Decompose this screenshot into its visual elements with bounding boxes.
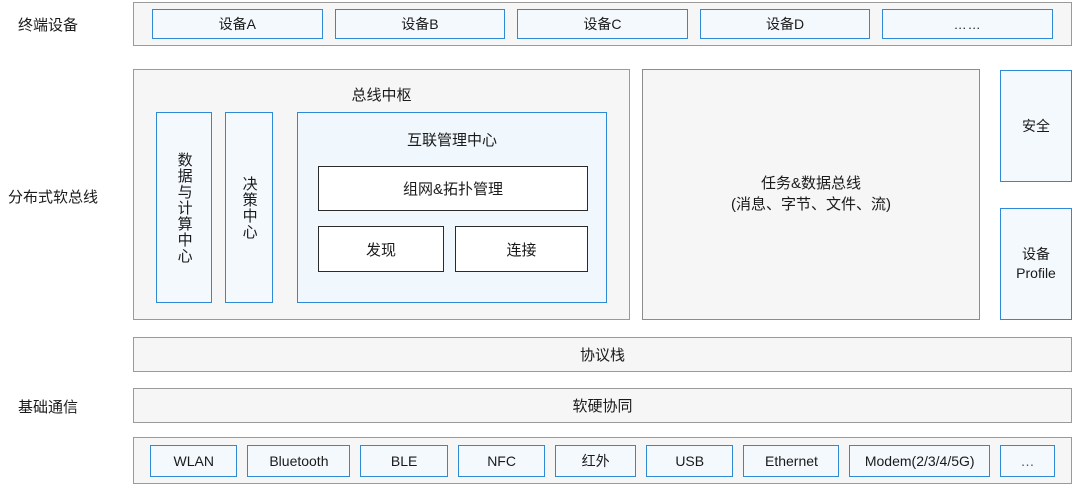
transport-chip-wlan-label: WLAN: [173, 452, 214, 469]
transports-band: WLAN Bluetooth BLE NFC 红外 USB Ethernet M…: [133, 437, 1072, 484]
row-label-terminal-devices: 终端设备: [18, 10, 128, 38]
device-chip-d-label: 设备D: [766, 16, 805, 32]
task-data-bus-text: 任务&数据总线 (消息、字节、文件、流): [731, 174, 891, 215]
topology-management-box[interactable]: 组网&拓扑管理: [318, 166, 588, 211]
device-chip-c-label: 设备C: [583, 16, 622, 32]
transport-chip-ethernet[interactable]: Ethernet: [743, 444, 840, 477]
transport-chip-nfc[interactable]: NFC: [457, 444, 546, 477]
task-data-bus-line2: (消息、字节、文件、流): [731, 195, 891, 213]
device-chip-a[interactable]: 设备A: [152, 9, 323, 39]
topology-management-label: 组网&拓扑管理: [402, 181, 503, 198]
transport-chip-usb[interactable]: USB: [645, 444, 734, 477]
transport-chip-nfc-label: NFC: [487, 452, 516, 469]
security-module-label: 安全: [1022, 118, 1050, 134]
transport-chip-modem[interactable]: Modem(2/3/4/5G): [849, 444, 990, 477]
connection-label: 连接: [506, 241, 537, 259]
device-chip-more-label: ……: [953, 16, 982, 32]
transport-chip-ethernet-label: Ethernet: [765, 452, 818, 469]
terminal-devices-band: 设备A 设备B 设备C 设备D ……: [133, 2, 1072, 46]
decision-center-label: 决策中心: [240, 175, 258, 240]
transport-chip-modem-label: Modem(2/3/4/5G): [864, 452, 975, 469]
data-compute-center-label: 数据与计算中心: [175, 151, 193, 264]
transport-chip-wlan[interactable]: WLAN: [150, 444, 238, 477]
transport-chip-infrared[interactable]: 红外: [555, 444, 636, 477]
task-data-bus-line1: 任务&数据总线: [760, 175, 861, 193]
row-label-distributed-softbus: 分布式软总线: [8, 182, 133, 210]
transport-chip-more-label: …: [1020, 452, 1035, 469]
device-chip-c[interactable]: 设备C: [517, 9, 688, 39]
device-chip-b-label: 设备B: [401, 16, 439, 32]
device-profile-text: 设备 Profile: [1016, 245, 1056, 283]
transport-chip-ble-label: BLE: [390, 452, 418, 469]
decision-center-box[interactable]: 决策中心: [225, 112, 273, 303]
bus-hub-panel: 总线中枢 数据与计算中心 决策中心 互联管理中心 组网&拓扑管理 发现 连接: [133, 69, 630, 320]
connection-box[interactable]: 连接: [455, 226, 588, 272]
bus-hub-title: 总线中枢: [351, 87, 412, 104]
hw-sw-collaboration-label: 软硬协同: [572, 398, 633, 415]
row-label-distributed-softbus-text: 分布式软总线: [8, 188, 99, 206]
discovery-box[interactable]: 发现: [318, 226, 444, 272]
transport-chip-usb-label: USB: [675, 452, 705, 469]
transport-chip-bluetooth[interactable]: Bluetooth: [247, 444, 351, 477]
hw-sw-collaboration-band: 软硬协同: [133, 388, 1072, 423]
interconnect-management-title: 互联管理中心: [406, 132, 497, 149]
task-data-bus-box[interactable]: 任务&数据总线 (消息、字节、文件、流): [642, 69, 980, 320]
device-chip-a-label: 设备A: [218, 16, 256, 32]
device-chip-more[interactable]: ……: [882, 9, 1053, 39]
device-chip-d[interactable]: 设备D: [699, 9, 871, 39]
device-chip-b[interactable]: 设备B: [334, 9, 506, 39]
row-label-terminal-devices-text: 终端设备: [18, 16, 79, 34]
security-module-box[interactable]: 安全: [1000, 70, 1072, 182]
transport-chip-ble[interactable]: BLE: [360, 444, 448, 477]
transport-chip-infrared-label: 红外: [581, 452, 610, 469]
row-label-base-communication-text: 基础通信: [18, 398, 79, 416]
transport-chip-bluetooth-label: Bluetooth: [269, 452, 329, 469]
device-profile-label-en: Profile: [1016, 265, 1056, 281]
row-label-base-communication: 基础通信: [18, 392, 133, 420]
discovery-label: 发现: [365, 241, 396, 259]
protocol-stack-label: 协议栈: [579, 347, 625, 364]
data-compute-center-box[interactable]: 数据与计算中心: [156, 112, 212, 303]
transport-chip-more[interactable]: …: [999, 444, 1055, 477]
device-profile-module-box[interactable]: 设备 Profile: [1000, 208, 1072, 320]
interconnect-management-panel: 互联管理中心 组网&拓扑管理 发现 连接: [297, 112, 607, 303]
protocol-stack-band: 协议栈: [133, 337, 1072, 372]
device-profile-label-cn: 设备: [1022, 246, 1050, 263]
